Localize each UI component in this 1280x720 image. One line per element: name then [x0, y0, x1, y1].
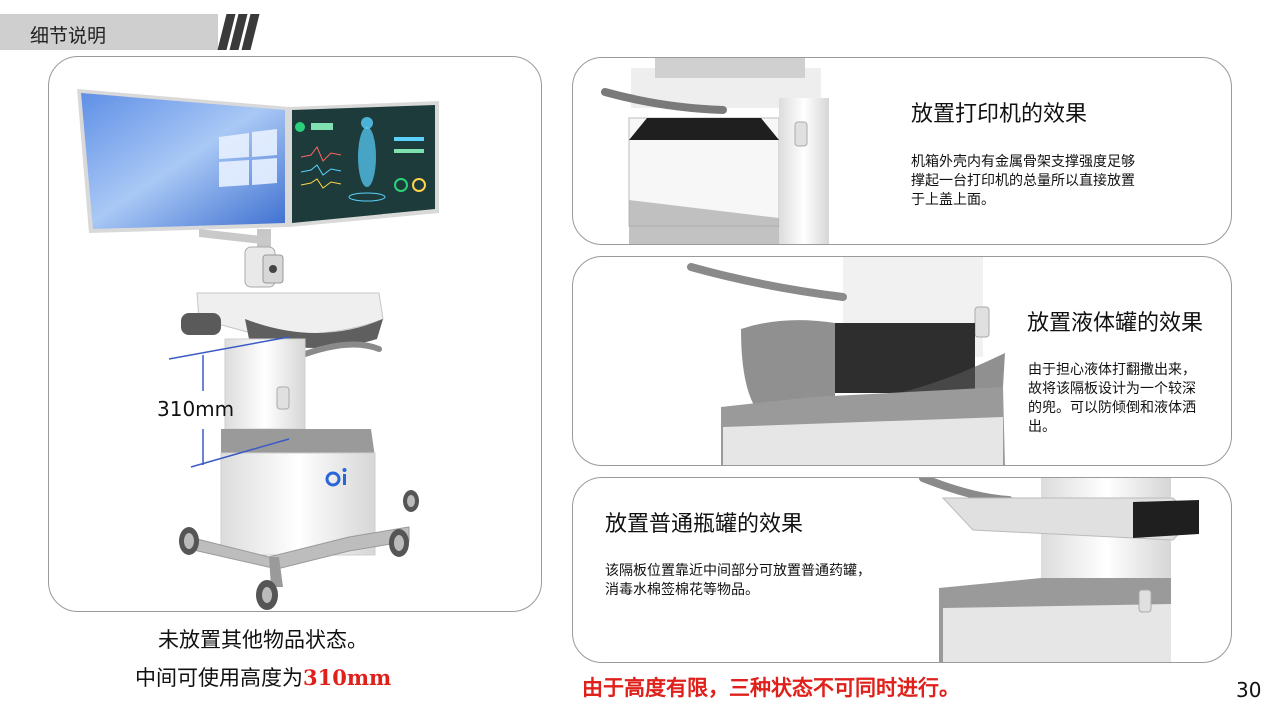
liquid-tank-section-panel: 放置液体罐的效果 由于担心液体打翻撒出来， 故将该隔板设计为一个较深 的兜。可以… [572, 256, 1232, 466]
section-title-bottle: 放置普通瓶罐的效果 [605, 512, 804, 537]
section-title-printer: 放置打印机的效果 [911, 102, 1088, 127]
section-desc-bottle: 该隔板位置靠近中间部分可放置普通药罐， 消毒水棉签棉花等物品。 [605, 563, 871, 598]
page-number: 30 [1236, 678, 1262, 702]
bottle-section-panel: 放置普通瓶罐的效果 该隔板位置靠近中间部分可放置普通药罐， 消毒水棉签棉花等物品… [572, 477, 1232, 663]
printer-placement-illustration [601, 58, 829, 244]
section-title-liquid-tank: 放置液体罐的效果 [1027, 311, 1204, 336]
caption-highlight-value: 310mm [303, 665, 392, 690]
footer-warning: 由于高度有限，三种状态不可同时进行。 [582, 676, 960, 700]
caption-line-2-text: 中间可使用高度为 [135, 666, 303, 690]
section-desc-printer: 机箱外壳内有金属骨架支撑强度足够 撑起一台打印机的总量所以直接放置 于上盖上面。 [911, 154, 1135, 208]
caption-line-1: 未放置其他物品状态。 [158, 628, 368, 652]
liquid-tank-illustration [687, 257, 1005, 465]
section-header-title: 细节说明 [30, 25, 107, 47]
caster-wheel-icon [403, 490, 419, 512]
caption-line-2: 中间可使用高度为310mm [135, 662, 391, 692]
medical-cart-illustration [77, 89, 439, 610]
printer-section-panel: 放置打印机的效果 机箱外壳内有金属骨架支撑强度足够 撑起一台打印机的总量所以直接… [572, 57, 1232, 245]
height-measure-label: 310mm [157, 397, 235, 421]
section-desc-liquid-tank: 由于担心液体打翻撒出来， 故将该隔板设计为一个较深 的兜。可以防倾倒和液体洒 出… [1028, 362, 1196, 435]
bottle-placement-illustration [919, 478, 1199, 662]
caster-wheel-icon [389, 529, 409, 557]
main-product-panel: 310mm [48, 56, 542, 612]
brand-logo [325, 468, 347, 487]
caster-wheel-icon [179, 527, 199, 555]
section-header: 细节说明 [0, 14, 218, 50]
windows-logo-icon [219, 129, 277, 187]
height-measure-indicator [168, 336, 290, 468]
caster-wheel-icon [256, 580, 278, 610]
